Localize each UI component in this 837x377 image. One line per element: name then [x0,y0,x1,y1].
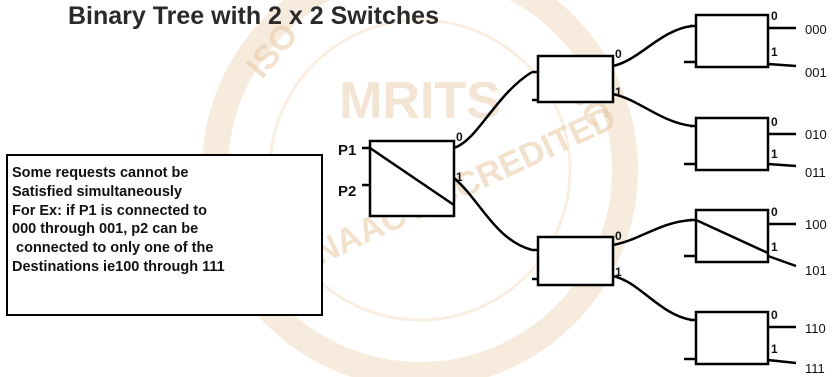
wire-l2l-0 [612,218,693,247]
page-title: Binary Tree with 2 x 2 Switches [68,2,439,30]
port-label: 1 [771,45,778,59]
port-label: 1 [615,85,622,99]
port-label: 1 [771,147,778,161]
input-label-p1: P1 [338,142,356,159]
wire-l2l-1 [612,274,693,322]
out-wire-001 [767,62,797,68]
switch-level3-c-cross [695,218,769,255]
port-label: 0 [615,47,622,61]
switch-level1 [368,139,456,218]
switch-level3-d [694,310,770,366]
output-label-100: 100 [805,217,827,232]
port-label: 0 [771,308,778,322]
port-label: 0 [456,130,463,144]
wire-l1-to-upper [453,70,533,150]
switch-level2-lower [536,235,615,287]
port-label: 1 [456,170,463,184]
note-line: Some requests cannot be [12,165,189,181]
switch-level3-a [694,13,770,69]
note-line: connected to only one of the [12,240,214,257]
input-label-p2: P2 [338,183,356,200]
out-wire-111 [767,358,797,365]
switch-level3-b [694,116,770,172]
switch-level1-cross [369,146,455,207]
port-label: 0 [771,205,778,219]
output-label-110: 110 [805,321,826,336]
output-label-001: 001 [805,65,827,80]
note-box: Some requests cannot be Satisfied simult… [6,154,323,316]
output-label-011: 011 [805,165,826,180]
wire-l2u-0 [612,24,693,68]
out-wire-011 [767,162,797,168]
output-label-000: 000 [805,22,827,37]
switch-level2-upper [536,54,615,104]
note-line: 000 through 001, p2 can be [12,221,199,238]
output-label-101: 101 [805,263,827,278]
output-label-010: 010 [805,127,827,142]
port-label: 0 [615,229,622,243]
port-label: 0 [771,115,778,129]
out-wire-101 [767,254,797,268]
note-line: For Ex: if P1 is connected to [12,202,207,219]
port-label: 1 [771,342,778,356]
note-line: Satisfied simultaneously [12,183,183,200]
output-label-111: 111 [805,361,825,376]
port-label: 0 [771,9,778,23]
note-line: Destinations ie100 through 111 [12,258,225,275]
wire-l2u-1 [612,92,693,128]
port-label: 1 [615,265,622,279]
port-label: 1 [771,240,778,254]
wire-l1-to-lower [453,177,533,252]
